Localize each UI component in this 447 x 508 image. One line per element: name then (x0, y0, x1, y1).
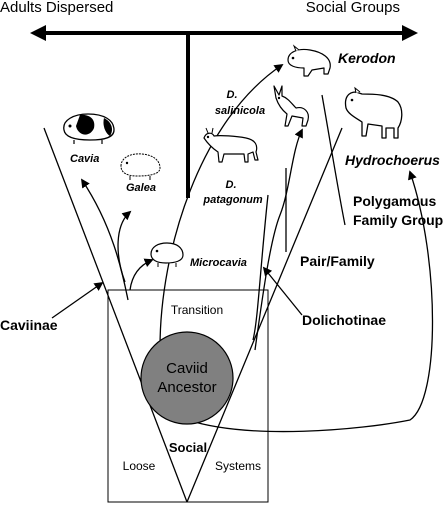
ancestor-label-line1: Caviid (166, 360, 208, 377)
axis-left-arrowhead (30, 25, 46, 41)
cavia-label: Cavia (70, 153, 99, 165)
caviinae-label: Caviinae (0, 317, 58, 333)
dolichotinae-pointer (262, 266, 303, 316)
d-salinicola-mara-icon (273, 85, 309, 127)
kerodon-rock-cavy-icon (287, 44, 331, 77)
polygamous-label-line2: Family Group (353, 212, 443, 228)
transition-box (107, 289, 269, 503)
polygamous-line (321, 94, 346, 226)
microcavia-label: Microcavia (190, 257, 247, 269)
cavia-guinea-pig-icon (63, 113, 115, 144)
polygamous-label-line1: Polygamous (353, 193, 436, 209)
systems-label: Systems (215, 459, 261, 473)
v-left-line (43, 127, 188, 503)
loose-label: Loose (123, 459, 156, 473)
v-right-line (186, 127, 343, 503)
cavia-arrow (80, 178, 129, 301)
ancestor-label-line2: Ancestor (157, 379, 216, 396)
d-salinicola-label-line1: D. (227, 89, 238, 101)
hydrochoerus-arrow (187, 170, 434, 433)
adults-dispersed-label: Adults Dispersed (0, 0, 113, 16)
galea-label: Galea (126, 182, 156, 194)
kerodon-arrow (159, 63, 284, 349)
axis-right-arrowhead (402, 25, 418, 41)
v-wedge (43, 127, 343, 503)
transition-label: Transition (171, 303, 223, 317)
hydrochoerus-capybara-icon (344, 86, 403, 139)
galea-arrow (117, 210, 132, 283)
d-salinicola-label-line2: salinicola (215, 105, 265, 117)
d-patagonum-branch (252, 194, 269, 341)
galea-cavy-icon (120, 153, 161, 180)
social-label: Social (169, 440, 207, 455)
microcavia-arrow (129, 258, 154, 291)
social-groups-label: Social Groups (306, 0, 400, 16)
caviid-ancestor-circle (140, 331, 234, 425)
hydrochoerus-label: Hydrochoerus (345, 152, 440, 168)
d-patagonum-mara-icon (203, 127, 259, 163)
lineage-arrows (51, 63, 434, 433)
pair-family-label: Pair/Family (300, 253, 375, 269)
kerodon-label: Kerodon (338, 50, 396, 66)
d-patagonum-label-line2: patagonum (202, 194, 262, 206)
d-salinicola-arrow (254, 128, 303, 351)
microcavia-cavy-icon (150, 242, 184, 267)
dolichotinae-label: Dolichotinae (302, 312, 386, 328)
social-axis: Adults Dispersed Social Groups (0, 0, 418, 198)
caviinae-pointer (51, 281, 104, 319)
d-patagonum-label-line1: D. (226, 179, 237, 191)
